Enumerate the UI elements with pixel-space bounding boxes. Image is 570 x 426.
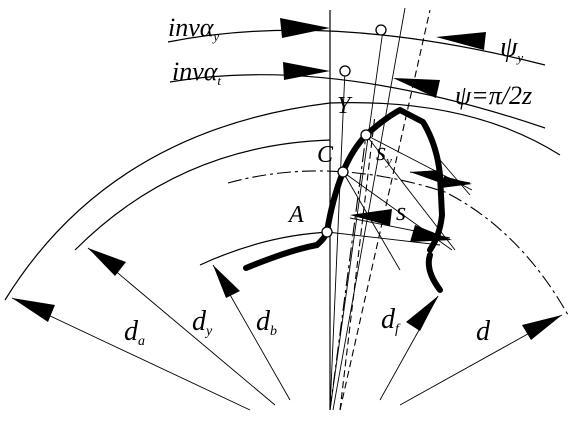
tangent-line-a bbox=[326, 231, 441, 246]
label-inv-alpha-y: invαy bbox=[168, 13, 219, 44]
arrow-d-b bbox=[213, 265, 240, 298]
label-psi-y: ψy bbox=[500, 32, 523, 65]
arrow-s-y-left bbox=[410, 170, 440, 182]
arrow-d-y bbox=[88, 248, 126, 276]
point-top-1 bbox=[375, 24, 387, 36]
arrow-psi-y bbox=[436, 32, 486, 50]
label-d-b: db bbox=[256, 306, 277, 339]
arrow-s-y-right bbox=[441, 176, 472, 188]
label-point-c: C bbox=[317, 142, 334, 168]
arrow-psi bbox=[393, 78, 440, 98]
point-a bbox=[321, 226, 333, 238]
arc-base-circle bbox=[199, 231, 331, 266]
point-y bbox=[360, 129, 372, 141]
arrow-inv-alpha-t bbox=[283, 62, 330, 80]
tooth-profile-left bbox=[243, 107, 445, 271]
label-point-y: Y bbox=[337, 93, 353, 119]
label-s: s bbox=[396, 197, 406, 226]
label-s-y: sy bbox=[376, 137, 392, 168]
radial-dash-3 bbox=[339, 114, 376, 411]
arc-inv-alpha-y bbox=[167, 29, 546, 66]
tooth-profile-right bbox=[425, 252, 443, 293]
arrow-s-left bbox=[350, 209, 392, 226]
radial-dash-1 bbox=[329, 134, 367, 411]
arc-inv-alpha-t bbox=[169, 74, 546, 129]
point-top-2 bbox=[339, 65, 351, 77]
construction-line-2 bbox=[439, 159, 471, 196]
arc-reference-circle bbox=[227, 170, 569, 316]
radial-line-3 bbox=[332, 7, 406, 411]
arc-tip-circle bbox=[4, 102, 561, 301]
dim-line-d-a bbox=[11, 297, 251, 411]
arc-y-circle bbox=[74, 139, 331, 251]
label-inv-alpha-t: invαt bbox=[172, 57, 221, 88]
label-point-a: A bbox=[287, 202, 304, 228]
arrow-d-f bbox=[406, 296, 438, 331]
label-d-y: dy bbox=[192, 306, 213, 339]
label-d-a: da bbox=[124, 316, 145, 349]
arrow-s-right bbox=[410, 225, 452, 242]
label-d-f: df bbox=[381, 304, 401, 337]
radial-line-1 bbox=[329, 69, 346, 411]
point-c bbox=[337, 166, 349, 178]
arrow-d bbox=[522, 315, 562, 340]
construction-line-3 bbox=[342, 171, 401, 271]
arrow-d-a bbox=[12, 298, 55, 322]
dim-line-d-y bbox=[87, 247, 276, 406]
label-psi-eq: ψ=π/2z bbox=[455, 81, 532, 110]
label-d: d bbox=[476, 316, 491, 347]
arrow-inv-alpha-y bbox=[280, 18, 330, 38]
